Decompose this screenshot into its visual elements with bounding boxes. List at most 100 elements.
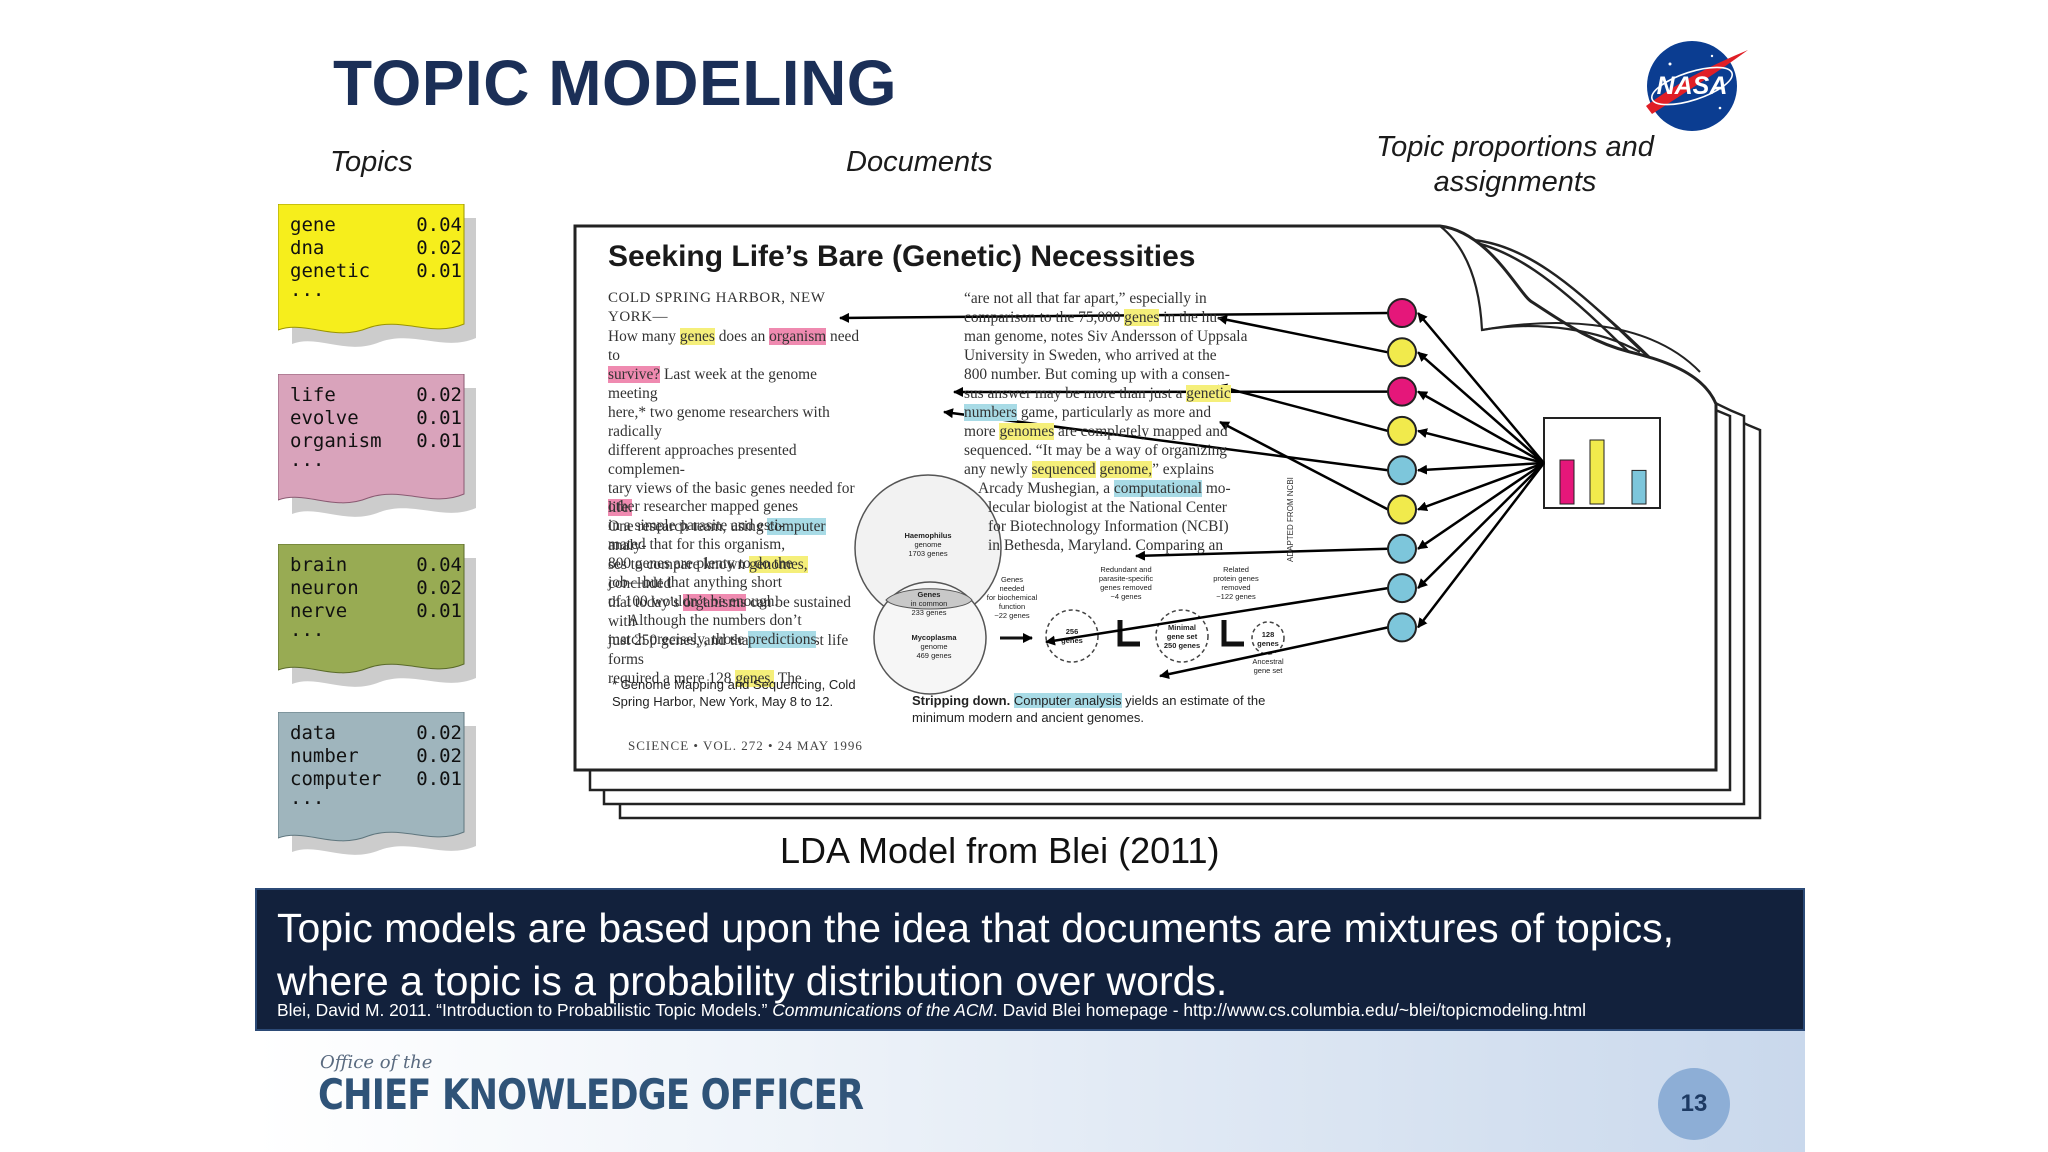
topic-node-blue bbox=[1387, 455, 1417, 486]
fig-minimal-3: 250 genes bbox=[1164, 641, 1200, 650]
topic-ellipsis: ... bbox=[290, 787, 325, 809]
fig-needed-3: for biochemical bbox=[987, 593, 1038, 602]
doc-line: 800 genes are plenty to do the bbox=[608, 555, 793, 572]
doc-line: different approaches presented complemen… bbox=[608, 442, 797, 478]
topic-node-yellow bbox=[1387, 494, 1417, 525]
figure-bracket bbox=[1221, 620, 1244, 647]
fig-mycoplasma-2: genome bbox=[920, 642, 947, 651]
doc-line: that today’s organisms can be sustained … bbox=[608, 594, 851, 630]
doc-line: in a simple parasite and esti- bbox=[608, 517, 784, 534]
topic-node-yellow bbox=[1387, 337, 1417, 368]
summary-banner: Topic models are based upon the idea tha… bbox=[255, 888, 1805, 1031]
word-genomes: genomes, bbox=[749, 556, 808, 573]
fig-256-1: 256 bbox=[1066, 627, 1079, 636]
doc-line: more genomes are completely mapped and bbox=[964, 423, 1228, 440]
fig-related-2: protein genes bbox=[1213, 574, 1259, 583]
topic-card-shape bbox=[278, 204, 476, 347]
document-title: Seeking Life’s Bare (Genetic) Necessitie… bbox=[608, 240, 1196, 273]
topics-label: Topics bbox=[330, 146, 413, 178]
histogram-bar-blue bbox=[1631, 469, 1647, 505]
fig-common-2: in common bbox=[911, 599, 948, 608]
fig-redundant-2: parasite-specific bbox=[1099, 574, 1153, 583]
document-left-column: COLD SPRING HARBOR, NEW YORK— How many g… bbox=[608, 289, 862, 688]
doc-line: mated that for this organism, bbox=[608, 536, 786, 553]
word-organism: organism bbox=[769, 328, 827, 345]
topic-node-blue bbox=[1387, 533, 1417, 564]
doc-line: required a mere 128 genes. The bbox=[608, 670, 802, 687]
proportions-label-line2: assignments bbox=[1433, 166, 1597, 198]
doc-line: ses to compare known genomes, concluded bbox=[608, 556, 808, 592]
figure-caption: LDA Model from Blei (2011) bbox=[780, 830, 1220, 871]
citation: Blei, David M. 2011. “Introduction to Pr… bbox=[277, 1000, 1586, 1020]
assignment-arrow bbox=[943, 408, 1389, 472]
word-computer: computer bbox=[767, 518, 826, 535]
word-computational: computational bbox=[1113, 480, 1202, 497]
fig-128-1: 128 bbox=[1262, 630, 1275, 639]
word-life: life. bbox=[608, 499, 633, 516]
doc-line: Although the numbers don’t bbox=[628, 612, 802, 629]
fig-ancestral-1: Ancestral bbox=[1252, 657, 1284, 666]
topic-card-shape bbox=[278, 712, 476, 855]
venn-overlap bbox=[885, 588, 973, 610]
assignment-arrow bbox=[1135, 547, 1389, 561]
doc-line: comparison to the 75,000 genes in the hu… bbox=[964, 309, 1223, 326]
citation-journal: Communications of the ACM bbox=[772, 1000, 993, 1020]
fig-haemophilus-3: 1703 genes bbox=[908, 549, 947, 558]
doc-line: survive? Last week at the genome meeting bbox=[608, 366, 817, 402]
fig-mycoplasma-3: 469 genes bbox=[916, 651, 951, 660]
fig-minimal-2: gene set bbox=[1167, 632, 1198, 641]
document-footnote: * Genome Mapping and Sequencing, Cold Sp… bbox=[612, 677, 856, 709]
word-predictions: predictions bbox=[748, 631, 817, 648]
proportions-label: Topic proportions and assignments bbox=[1350, 130, 1680, 200]
footer-band bbox=[255, 1031, 1805, 1152]
fig-redundant-1: Redundant and bbox=[1100, 565, 1151, 574]
circle-256-genes bbox=[1045, 609, 1099, 663]
proportion-arrow bbox=[1417, 312, 1545, 464]
doc-line: for Biotechnology Information (NCBI) bbox=[988, 518, 1229, 535]
doc-line: “are not all that far apart,” especially… bbox=[964, 290, 1207, 307]
doc-line: Arcady Mushegian, a computational mo- bbox=[978, 480, 1231, 497]
word-gene: genes bbox=[679, 328, 715, 345]
word-survive: survive? bbox=[608, 366, 661, 383]
assignment-arrow bbox=[1045, 586, 1389, 646]
nasa-logo: NASA bbox=[1646, 41, 1748, 131]
summary-text: Topic models are based upon the idea tha… bbox=[277, 905, 1675, 1004]
word-organisms: organisms bbox=[683, 594, 747, 611]
fig-related-4: −122 genes bbox=[1216, 592, 1256, 601]
doc-line: How many genes does an organism need to bbox=[608, 328, 860, 364]
word-genome: genome, bbox=[1099, 461, 1153, 478]
proportions-label-line1: Topic proportions and bbox=[1376, 131, 1654, 163]
word-numbers: numbers bbox=[964, 404, 1018, 421]
document-right-column: “are not all that far apart,” especially… bbox=[964, 289, 1294, 555]
topic-node-pink bbox=[1387, 298, 1417, 328]
fig-256-2: genes bbox=[1061, 636, 1083, 645]
histogram-bar-pink bbox=[1559, 459, 1575, 505]
proportion-arrow bbox=[1417, 462, 1545, 629]
assignment-arrow bbox=[1217, 314, 1389, 354]
histogram-bar-yellow bbox=[1589, 439, 1605, 505]
assignment-arrow bbox=[1219, 420, 1389, 511]
fig-needed-1: Genes bbox=[1001, 575, 1023, 584]
word-genetic: genetic bbox=[1186, 385, 1231, 402]
fig-minimal-1: Minimal bbox=[1168, 623, 1196, 632]
word-genes: genes. bbox=[735, 670, 775, 687]
fig-needed-5: ~22 genes bbox=[994, 611, 1029, 620]
fig-redundant-3: genes removed bbox=[1100, 583, 1152, 592]
proportion-nodes bbox=[1387, 298, 1417, 643]
doc-line: in Bethesda, Maryland. Comparing an bbox=[988, 537, 1224, 554]
doc-line: sus answer may be more than just a genet… bbox=[964, 385, 1231, 402]
proportion-arrow bbox=[1417, 351, 1545, 464]
document-dateline: COLD SPRING HARBOR, NEW YORK— bbox=[608, 290, 826, 325]
nasa-logo-text: NASA bbox=[1657, 72, 1728, 100]
